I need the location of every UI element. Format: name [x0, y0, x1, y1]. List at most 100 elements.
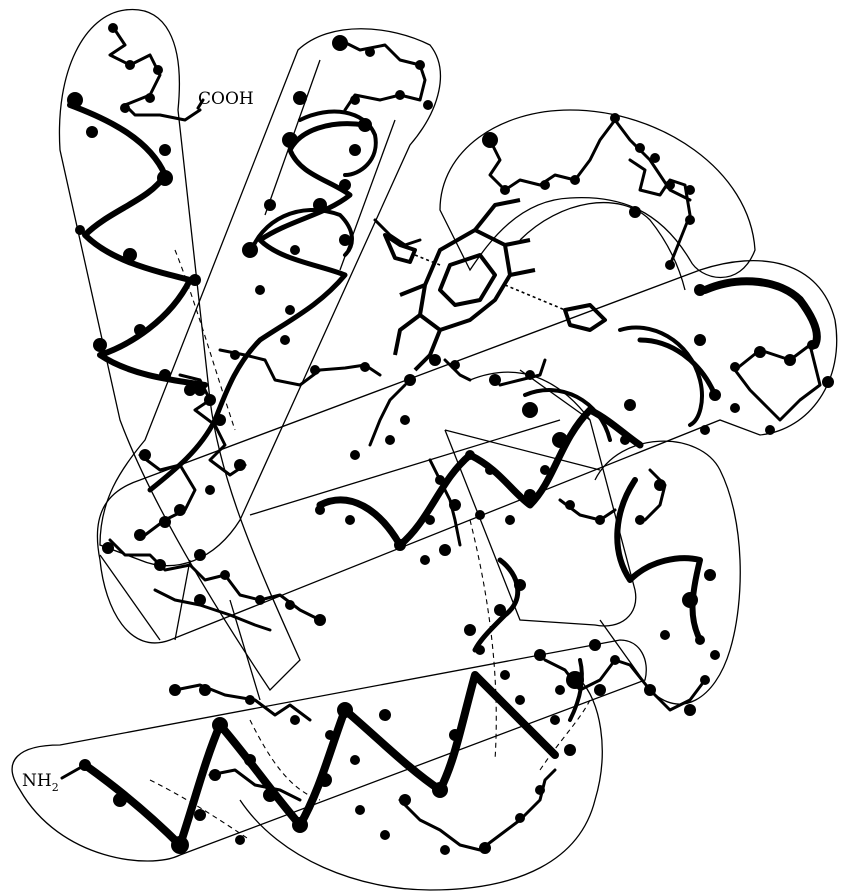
- alpha-carbon-dot: [479, 842, 491, 854]
- alpha-carbon-dot: [525, 370, 535, 380]
- alpha-carbon-dot: [220, 570, 230, 580]
- ribbon-n-helix: [85, 675, 555, 845]
- alpha-carbon-dot: [194, 549, 206, 561]
- alpha-carbon-dot: [695, 635, 705, 645]
- alpha-carbon-dot: [159, 144, 171, 156]
- c-terminus-label: COOH: [198, 89, 254, 109]
- helix-edge-4: [100, 555, 160, 640]
- alpha-carbon-dot: [709, 389, 721, 401]
- alpha-carbon-dot: [610, 655, 620, 665]
- alpha-carbon-dot: [120, 103, 130, 113]
- alpha-carbon-dot: [535, 785, 545, 795]
- alpha-carbon-dot: [635, 143, 645, 153]
- alpha-carbon-dot: [310, 365, 320, 375]
- alpha-carbon-dot: [524, 489, 536, 501]
- alpha-carbon-dot: [358, 118, 372, 132]
- alpha-carbon-dot: [350, 755, 360, 765]
- alpha-carbon-dot: [189, 274, 201, 286]
- heme-substituent-1: [475, 200, 520, 230]
- alpha-carbon-dot: [570, 175, 580, 185]
- alpha-carbon-dot: [822, 376, 834, 388]
- alpha-carbon-dot: [194, 809, 206, 821]
- alpha-carbon-dot: [595, 515, 605, 525]
- heme-bond-1: [505, 285, 565, 310]
- ribbon-upper-right: [705, 281, 817, 345]
- alpha-carbon-dot: [169, 684, 181, 696]
- alpha-carbon-dot: [212, 717, 228, 733]
- alpha-carbon-dot: [204, 394, 216, 406]
- ribbon-upper-right-2: [640, 340, 715, 395]
- ribbon-arc-1: [250, 210, 352, 255]
- alpha-carbon-dot: [784, 354, 796, 366]
- alpha-carbon-dot: [765, 425, 775, 435]
- alpha-carbon-dot: [350, 450, 360, 460]
- alpha-carbon-dot: [449, 499, 461, 511]
- alpha-carbon-dot: [399, 794, 411, 806]
- alpha-carbon-dot: [620, 435, 630, 445]
- heme-distal-ring: [565, 305, 605, 330]
- alpha-carbon-dot: [700, 425, 710, 435]
- alpha-carbon-dot: [566, 671, 584, 689]
- alpha-carbon-dot: [564, 744, 576, 756]
- hidden-edge-2: [250, 720, 320, 800]
- heme-substituent-5: [395, 315, 420, 355]
- alpha-carbon-dot: [594, 684, 606, 696]
- alpha-carbon-dot: [450, 360, 460, 370]
- alpha-carbon-dot: [360, 362, 370, 372]
- alpha-carbon-dot: [400, 415, 410, 425]
- alpha-carbon-dot: [700, 675, 710, 685]
- heme-inner: [440, 255, 495, 305]
- alpha-carbon-dot: [807, 340, 817, 350]
- alpha-carbon-dot: [339, 179, 351, 191]
- alpha-carbon-dot: [435, 475, 445, 485]
- alpha-carbon-dot: [404, 374, 416, 386]
- alpha-carbon-dot: [629, 206, 641, 218]
- alpha-carbon-dot: [293, 91, 307, 105]
- alpha-carbon-dot: [654, 479, 666, 491]
- alpha-carbon-dot: [139, 449, 151, 461]
- chain-right-lobe: [735, 345, 820, 420]
- alpha-carbon-dot: [475, 645, 485, 655]
- heme-substituent-3: [510, 270, 535, 275]
- chain-left-lower-2: [155, 590, 270, 630]
- alpha-carbon-dot: [682, 592, 698, 608]
- helix-tube-lower-diagonal: [445, 372, 636, 626]
- alpha-carbon-dot: [610, 113, 620, 123]
- alpha-carbon-dot: [420, 555, 430, 565]
- alpha-carbon-dot: [314, 614, 326, 626]
- heme-substituent-6: [400, 285, 425, 295]
- alpha-carbon-dot: [730, 403, 740, 413]
- alpha-carbon-dot: [565, 500, 575, 510]
- alpha-carbon-dot: [345, 515, 355, 525]
- alpha-carbon-dot: [214, 414, 226, 426]
- alpha-carbon-dot: [385, 435, 395, 445]
- alpha-carbon-dot: [280, 335, 290, 345]
- loop-arc-inner: [520, 203, 685, 290]
- alpha-carbon-dot: [125, 60, 135, 70]
- alpha-carbon-dot: [184, 384, 196, 396]
- alpha-carbon-dot: [439, 544, 451, 556]
- alpha-carbon-dot: [694, 334, 706, 346]
- alpha-carbon-dot: [415, 60, 425, 70]
- alpha-carbon-dot: [157, 170, 173, 186]
- alpha-carbon-dot: [379, 709, 391, 721]
- alpha-carbon-dot: [245, 695, 255, 705]
- alpha-carbon-dot: [500, 670, 510, 680]
- alpha-carbon-dot: [423, 100, 433, 110]
- alpha-carbon-dot: [355, 805, 365, 815]
- alpha-carbon-dot: [255, 595, 265, 605]
- ribbon-c-helix: [70, 105, 205, 385]
- chain-left-upper: [220, 350, 380, 385]
- alpha-carbon-dot: [425, 515, 435, 525]
- ribbon-arc-4: [525, 390, 610, 440]
- n-terminus-main: NH: [22, 771, 52, 791]
- alpha-carbon-dot: [153, 65, 163, 75]
- alpha-carbon-dot: [500, 185, 510, 195]
- alpha-carbon-dot: [235, 835, 245, 845]
- alpha-carbon-dot: [255, 285, 265, 295]
- chain-lower-right: [645, 470, 665, 520]
- ribbon-diagonal-helix: [150, 124, 365, 490]
- alpha-carbon-dot: [684, 704, 696, 716]
- alpha-carbon-dot: [522, 402, 538, 418]
